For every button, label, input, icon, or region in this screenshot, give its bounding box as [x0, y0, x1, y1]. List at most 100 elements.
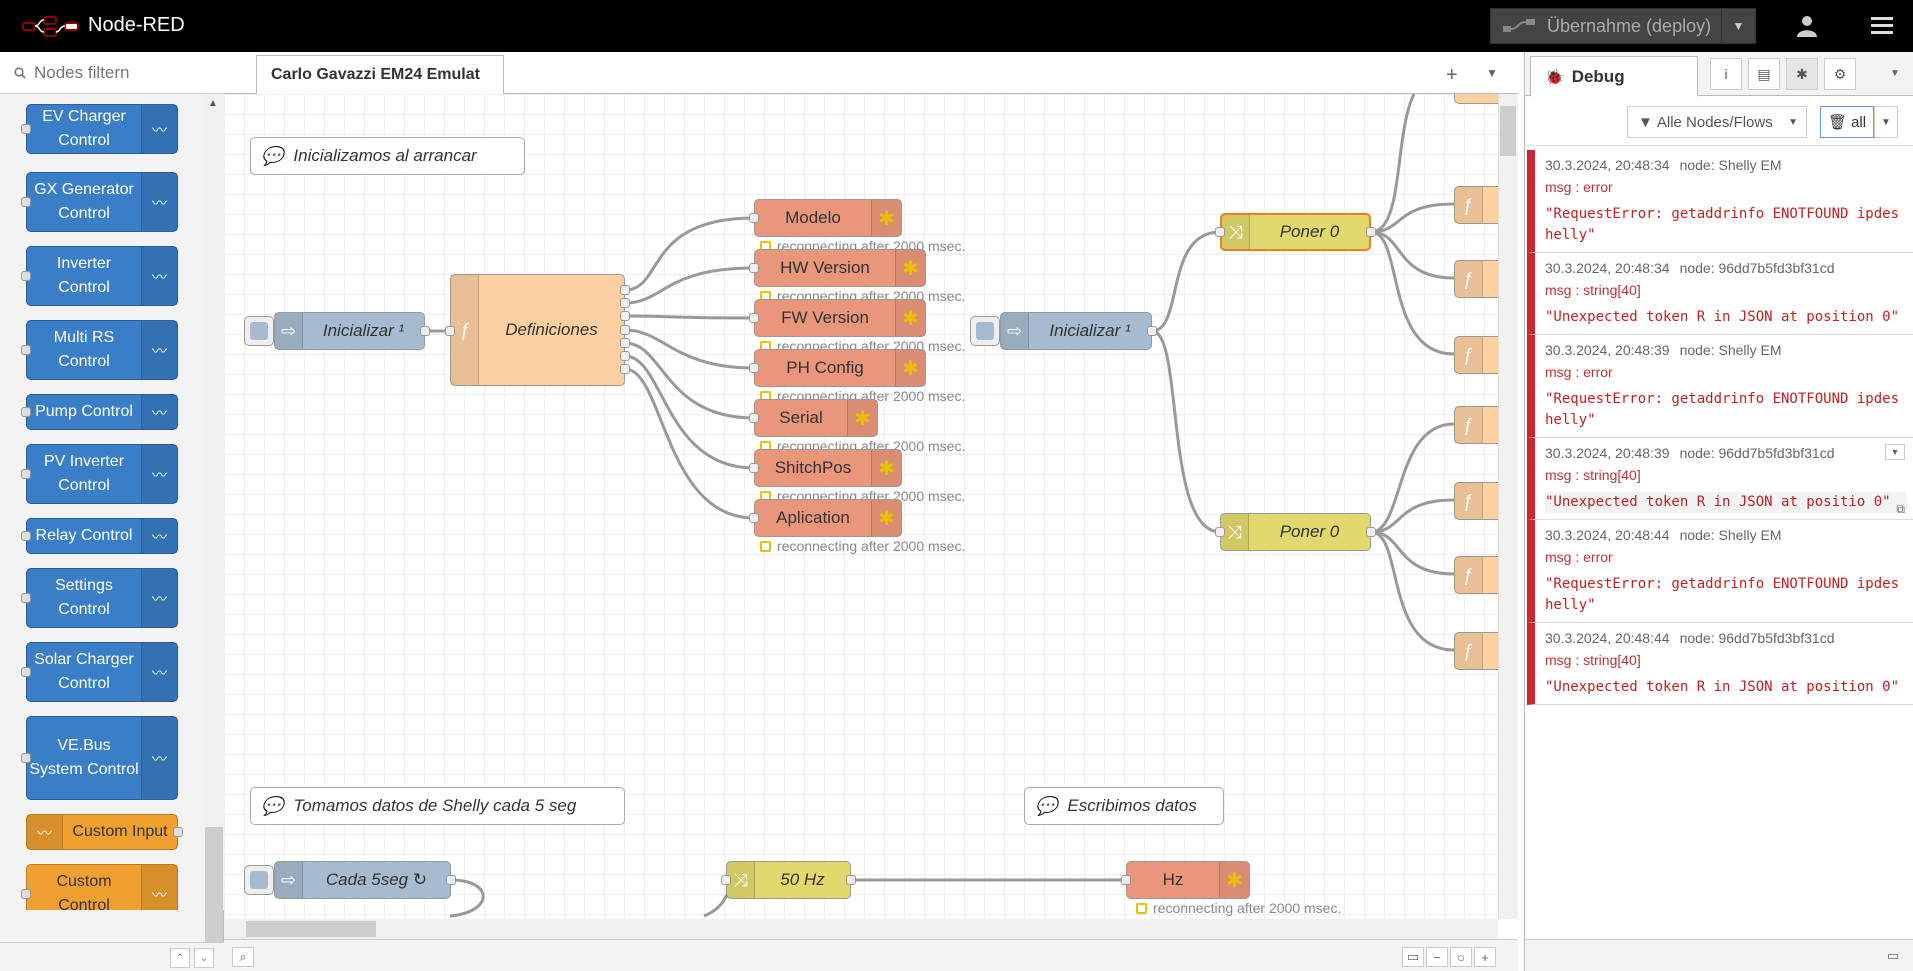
mqtt-node-shitchpos[interactable]: ShitchPos✱ — [754, 449, 902, 487]
function-node-definiciones[interactable]: ƒ Definiciones — [450, 274, 625, 386]
output-port[interactable] — [620, 298, 630, 308]
palette-node-solar-charger-control[interactable]: Solar Charger Control〰 — [21, 642, 178, 702]
palette-node-pump-control[interactable]: Pump Control〰 — [21, 394, 178, 430]
book-icon[interactable]: ▤ — [1748, 58, 1780, 90]
palette-node-ev-charger-control[interactable]: EV Charger Control〰 — [21, 104, 178, 154]
function-node[interactable]: ƒ — [1454, 260, 1498, 298]
input-port[interactable] — [1215, 527, 1225, 537]
output-port[interactable] — [620, 285, 630, 295]
navigator-map-icon[interactable]: ▭ — [1402, 947, 1424, 967]
input-port[interactable] — [749, 313, 759, 323]
mqtt-node-modelo[interactable]: Modelo✱ — [754, 199, 902, 237]
palette-node-custom-input[interactable]: Custom Input〰 — [26, 814, 183, 850]
inject-trigger-button[interactable] — [244, 865, 274, 895]
function-node[interactable] — [1454, 94, 1498, 104]
inject-trigger-button[interactable] — [244, 316, 274, 346]
expand-message-caret-icon[interactable]: ▼ — [1885, 444, 1905, 460]
tab-debug[interactable]: 🐞 Debug — [1530, 56, 1698, 97]
inject-node-cada-5seg[interactable]: ⇨ Cada 5seg ↻ — [274, 861, 451, 899]
input-port[interactable] — [749, 513, 759, 523]
output-port[interactable] — [1366, 227, 1376, 237]
main-menu-button[interactable] — [1860, 10, 1904, 42]
palette-search-input[interactable] — [34, 62, 214, 83]
comment-node[interactable]: 💬Escribimos datos — [1024, 787, 1224, 825]
comment-node[interactable]: 💬Inicializamos al arrancar — [250, 137, 525, 175]
palette-scrollbar[interactable]: ▲ ▼ — [204, 94, 224, 910]
collapse-all-icon[interactable]: ⌃ — [170, 948, 190, 968]
output-port[interactable] — [620, 311, 630, 321]
input-port[interactable] — [721, 875, 731, 885]
palette-node-pv-inverter-control[interactable]: PV Inverter Control〰 — [21, 444, 178, 504]
input-port[interactable] — [1121, 875, 1131, 885]
scroll-up-icon[interactable]: ▲ — [208, 98, 218, 109]
output-port[interactable] — [620, 351, 630, 361]
function-node[interactable]: ƒ — [1454, 336, 1498, 374]
info-icon[interactable]: i — [1710, 58, 1742, 90]
output-port[interactable] — [1366, 527, 1376, 537]
mqtt-node-aplication[interactable]: Aplication✱ — [754, 499, 902, 537]
output-port[interactable] — [620, 364, 630, 374]
clear-options-caret-icon[interactable]: ▼ — [1874, 106, 1898, 138]
add-flow-icon[interactable]: + — [1446, 64, 1458, 86]
mqtt-node-hz[interactable]: Hz✱ — [1126, 861, 1250, 899]
palette-node-inverter-control[interactable]: Inverter Control〰 — [21, 246, 178, 306]
input-port[interactable] — [749, 213, 759, 223]
flow-canvas[interactable]: 💬Inicializamos al arrancar 💬Tomamos dato… — [224, 94, 1498, 919]
change-node-50hz[interactable]: ⤨ 50 Hz — [726, 861, 851, 899]
mqtt-node-ph-config[interactable]: PH Config✱ — [754, 349, 926, 387]
clear-all-button[interactable]: 🗑 all — [1820, 106, 1874, 138]
deploy-button[interactable]: Übernahme (deploy) ▼ — [1490, 8, 1756, 44]
output-port[interactable] — [446, 875, 456, 885]
comment-node[interactable]: 💬Tomamos datos de Shelly cada 5 seg — [250, 787, 625, 825]
mqtt-node-serial[interactable]: Serial✱ — [754, 399, 878, 437]
input-port[interactable] — [445, 326, 455, 336]
output-port[interactable] — [420, 326, 430, 336]
zoom-out-icon[interactable]: − — [1426, 947, 1448, 967]
input-port[interactable] — [749, 263, 759, 273]
palette-scroll-thumb[interactable] — [205, 827, 223, 967]
mqtt-node-hw-version[interactable]: HW Version✱ — [754, 249, 926, 287]
deploy-menu-caret-icon[interactable]: ▼ — [1721, 9, 1755, 43]
debug-tab-bug-icon[interactable]: ✱ — [1786, 58, 1818, 90]
input-port[interactable] — [1215, 227, 1225, 237]
workspace-horizontal-scroll-thumb[interactable] — [246, 921, 376, 937]
input-port[interactable] — [749, 463, 759, 473]
flow-tab[interactable]: Carlo Gavazzi EM24 Emulat — [256, 55, 504, 95]
function-node[interactable]: ƒ — [1454, 482, 1498, 520]
search-flows-icon[interactable]: ⌕ — [232, 947, 254, 967]
change-node-poner-0[interactable]: ⤨ Poner 0 — [1220, 213, 1371, 251]
function-node[interactable]: ƒ — [1454, 556, 1498, 594]
palette-node-gx-generator-control[interactable]: GX Generator Control〰 — [21, 172, 178, 232]
inject-node-inicializar[interactable]: ⇨ Inicializar ¹ — [274, 312, 425, 350]
input-port[interactable] — [749, 363, 759, 373]
flow-list-caret-icon[interactable]: ▼ — [1486, 66, 1498, 80]
inject-node-inicializar-2[interactable]: ⇨ Inicializar ¹ — [1000, 312, 1152, 350]
function-node[interactable]: ƒ — [1454, 186, 1498, 224]
copy-value-icon[interactable]: ⧉ — [1896, 502, 1905, 516]
inject-trigger-button[interactable] — [970, 316, 1000, 346]
palette-node-vebus-system-control[interactable]: VE.Bus System Control〰 — [21, 716, 178, 800]
monitor-icon[interactable]: ▭ — [1887, 948, 1900, 963]
gear-icon[interactable]: ⚙ — [1824, 58, 1856, 90]
palette-node-multi-rs-control[interactable]: Multi RS Control〰 — [21, 320, 178, 380]
user-menu-button[interactable] — [1785, 10, 1829, 42]
mqtt-node-fw-version[interactable]: FW Version✱ — [754, 299, 926, 337]
output-port[interactable] — [1147, 326, 1157, 336]
output-port[interactable] — [620, 325, 630, 335]
sidebar-tabs-caret-icon[interactable]: ▼ — [1890, 68, 1900, 79]
palette-node-relay-control[interactable]: Relay Control〰 — [21, 518, 178, 554]
function-node[interactable]: ƒ — [1454, 632, 1498, 670]
output-port[interactable] — [620, 338, 630, 348]
zoom-in-icon[interactable]: + — [1474, 947, 1496, 967]
workspace-vertical-scrollbar[interactable] — [1498, 94, 1518, 919]
palette-node-settings-control[interactable]: Settings Control〰 — [21, 568, 178, 628]
workspace-horizontal-scrollbar[interactable] — [224, 919, 1498, 939]
expand-all-icon[interactable]: ⌄ — [194, 948, 214, 968]
function-node[interactable]: ƒ — [1454, 406, 1498, 444]
